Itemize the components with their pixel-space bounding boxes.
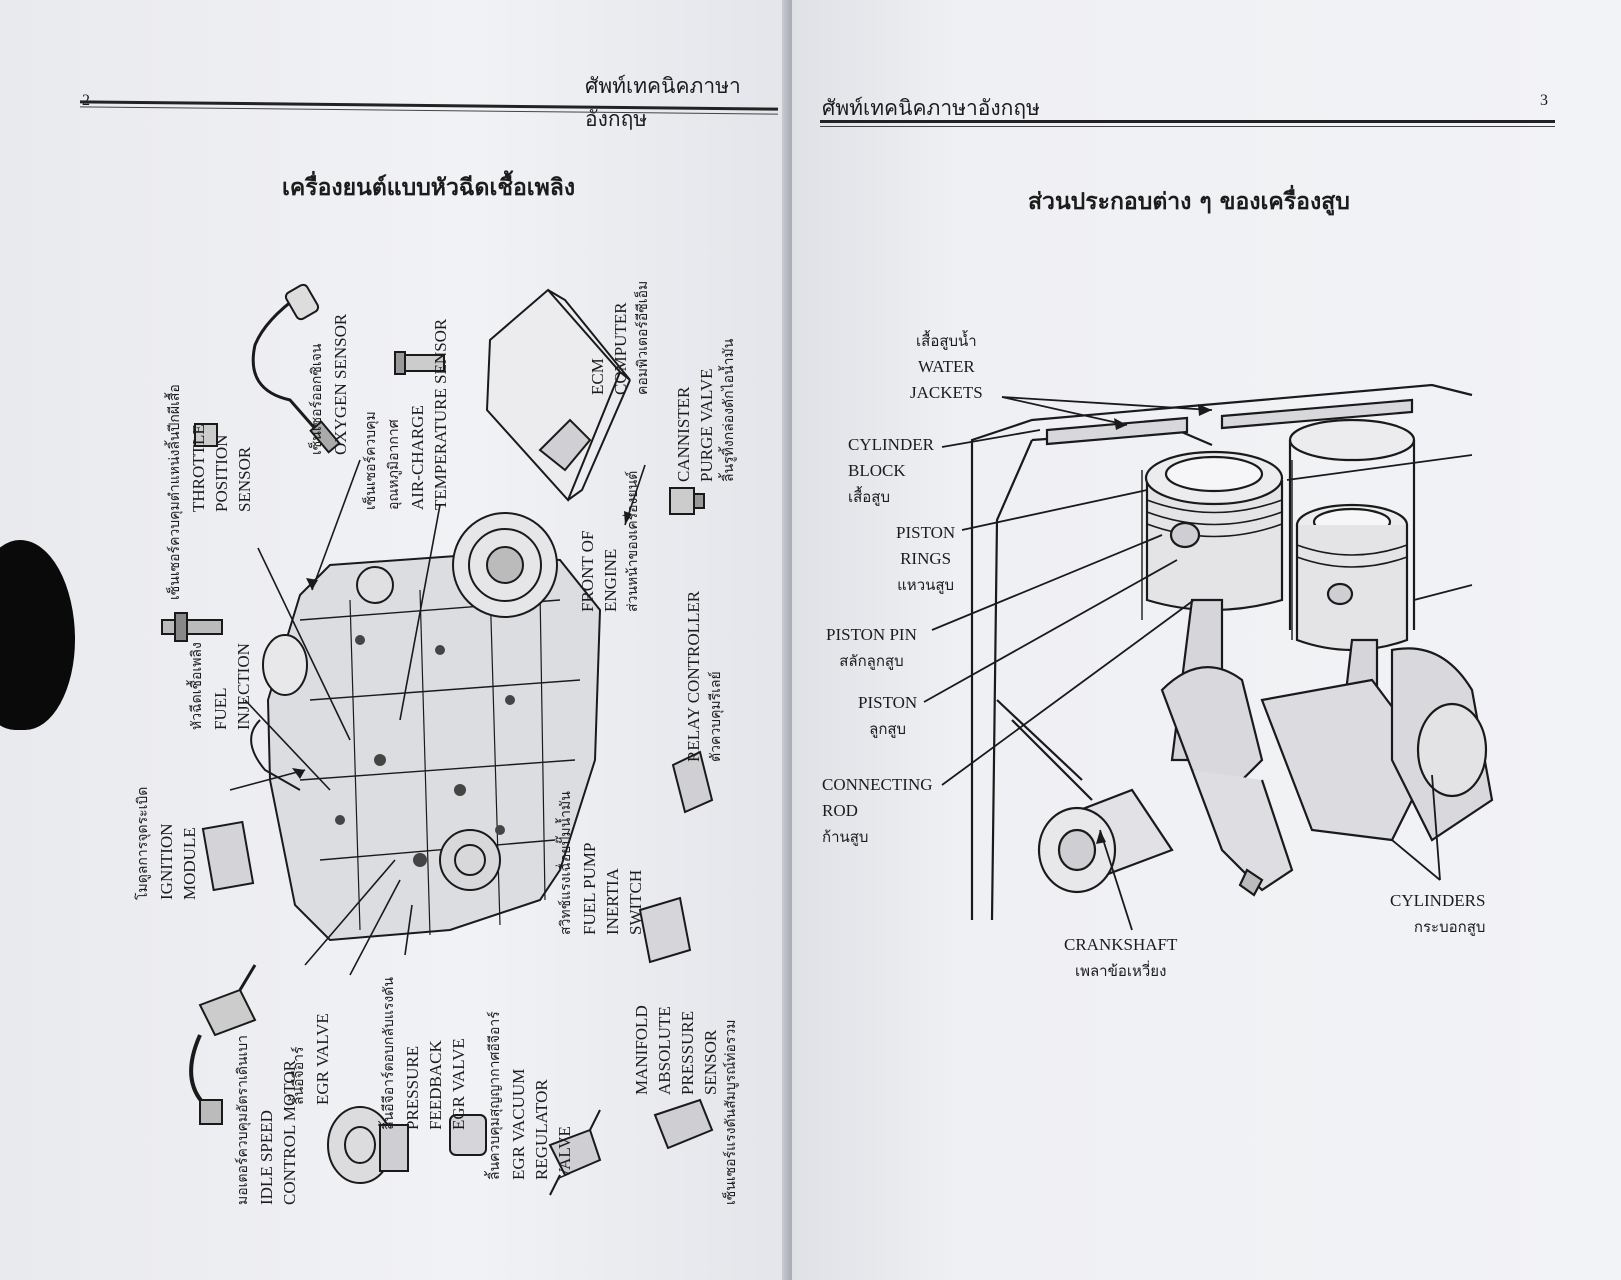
label-connecting-rod: CONNECTING ROD ก้านสูบ	[822, 775, 933, 846]
label-water-jackets: เสื้อสูบน้ำ WATER JACKETS	[910, 332, 983, 402]
engine-diagram	[161, 283, 714, 1196]
cylinder-diagram	[923, 383, 1494, 931]
label-throttle-position-sensor: เซ็นเซอร์ควบคุมตำแหน่งลิ้นปีกผีเสื้อ THR…	[167, 384, 254, 600]
label-cylinder-block: CYLINDER BLOCK เสื้อสูบ	[848, 435, 934, 506]
label-front-of-engine: FRONT OF ENGINE ส่วนหน้าของเครื่องยนต์	[578, 470, 641, 612]
label-cannister-purge-valve: CANNISTER PURGE VALVE ลิ้นรูทิ้งกล่องดัก…	[674, 338, 737, 482]
page-number: 3	[1540, 92, 1548, 109]
page-title: ส่วนประกอบต่าง ๆ ของเครื่องสูบ	[1028, 189, 1350, 215]
right-page: ศัพท์เทคนิคภาษาอังกฤษ 3 ส่วนประกอบต่าง ๆ…	[792, 0, 1621, 1280]
label-manifold-pressure-sensor: MANIFOLD ABSOLUTE PRESSURE SENSOR	[632, 1005, 720, 1095]
running-header: ศัพท์เทคนิคภาษาอังกฤษ	[822, 96, 1040, 120]
label-fuel-pump-inertia-switch: สวิทช์แรงเฉื่อยปั๊มน้ำมัน FUEL PUMP INER…	[558, 791, 645, 935]
running-header: ศัพท์เทคนิคภาษาอังกฤษ	[585, 74, 741, 131]
label-cylinders: CYLINDERS กระบอกสูบ	[1390, 891, 1486, 936]
label-egr-vacuum-regulator: ลิ้นควบคุมสุญญากาศอีจีอาร์ EGR VACUUM RE…	[487, 1011, 574, 1180]
label-crankshaft: CRANKSHAFT เพลาข้อเหวี่ยง	[1064, 935, 1178, 980]
header-rule	[820, 120, 1555, 123]
label-oxygen-sensor: เซ็นเซอร์ออกซิเจน OXYGEN SENSOR	[309, 313, 350, 455]
label-piston: PISTON ลูกสูบ	[858, 693, 918, 738]
label-air-charge-sensor: เซ็นเซอร์ควบคุม อุณหภูมิอากาศ AIR-CHARGE…	[363, 318, 450, 510]
left-page: 2 ศัพท์เทคนิคภาษาอังกฤษ เครื่องยนต์แบบหั…	[0, 0, 790, 1280]
label-relay-controller: RELAY CONTROLLER ตัวควบคุมรีเลย์	[684, 590, 724, 762]
page-title: เครื่องยนต์แบบหัวฉีดเชื้อเพลิง	[282, 175, 576, 201]
label-pressure-feedback-egr: ลิ้นอีจีอาร์ตอบกลับแรงดัน PRESSURE FEEDB…	[381, 977, 468, 1130]
label-manifold-thai: เซ็นเซอร์แรงดันสัมบูรณ์ท่อรวม	[723, 1019, 739, 1205]
label-piston-pin: PISTON PIN สลักลูกสูบ	[826, 625, 917, 670]
label-piston-rings: PISTON RINGS แหวนสูบ	[896, 523, 956, 594]
header-rule-thin	[820, 126, 1555, 127]
label-fuel-injection: หัวฉีดเชื้อเพลิง FUEL INJECTION	[189, 642, 253, 730]
label-egr-valve: ลิ้นอีจีอาร์ EGR VALVE	[291, 1013, 332, 1105]
label-ignition-module: โมดูลการจุดระเบิด IGNITION MODULE	[135, 786, 199, 900]
label-ecm-computer: ECM COMPUTER คอมพิวเตอร์อีซีเอ็ม	[588, 280, 651, 395]
